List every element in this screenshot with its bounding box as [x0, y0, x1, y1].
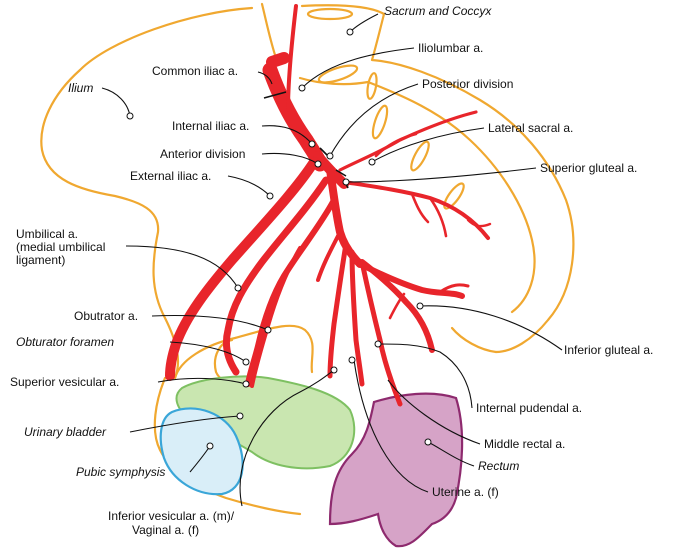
- superior-gluteal-branch-c: [466, 218, 492, 228]
- middle-rectal-artery: [359, 259, 403, 407]
- aorta-stub: [266, 52, 290, 68]
- label-urinary-bladder: Urinary bladder: [24, 425, 107, 439]
- label-umbilical-1: Umbilical a.: [16, 227, 78, 241]
- sacrum-inner: [298, 76, 536, 314]
- lateral-sacral-artery: [338, 110, 478, 172]
- label-ilium: Ilium: [68, 81, 93, 95]
- label-rectum: Rectum: [478, 459, 519, 473]
- label-sacrum: Sacrum and Coccyx: [384, 4, 492, 18]
- superior-gluteal-branch-b: [410, 192, 430, 224]
- lateral-sacral-branch: [374, 132, 418, 158]
- label-lateral-sacral: Lateral sacral a.: [488, 121, 573, 135]
- label-inferior-gluteal: Inferior gluteal a.: [564, 343, 653, 357]
- label-obturator-foramen: Obturator foramen: [16, 335, 114, 349]
- common-iliac-artery: [262, 62, 328, 172]
- leader-lines: [101, 13, 563, 507]
- pubic-symphysis: [159, 407, 244, 496]
- inferior-gluteal-branch-b: [388, 292, 406, 320]
- sacrum-outline: [300, 4, 575, 354]
- coccyx-tip: [450, 326, 498, 354]
- arterial-tree: [165, 4, 492, 407]
- sacrum-oval-2: [317, 64, 359, 84]
- label-middle-rectal: Middle rectal a.: [484, 437, 565, 451]
- anterior-branch-left: [316, 230, 342, 282]
- label-internal-iliac: Internal iliac a.: [172, 119, 249, 133]
- label-umbilical-2: (medial umbilical: [16, 240, 105, 254]
- sacrum-oval-4: [410, 140, 430, 172]
- inferior-gluteal-artery: [357, 261, 465, 299]
- label-anterior-division: Anterior division: [160, 147, 245, 161]
- pelvic-brim: [173, 324, 314, 380]
- superior-vesicular-artery: [250, 246, 302, 388]
- label-common-iliac: Common iliac a.: [152, 64, 238, 78]
- label-inferior-vesicular-2: Vaginal a. (f): [132, 523, 199, 537]
- label-pubic-symphysis: Pubic symphysis: [76, 465, 165, 479]
- sacrum-oval-6: [366, 72, 378, 100]
- superior-gluteal-branch-a: [428, 196, 448, 238]
- superior-gluteal-artery: [342, 180, 490, 240]
- uterine-artery: [349, 249, 365, 387]
- obturator-artery: [245, 197, 337, 387]
- label-uterine: Uterine a. (f): [432, 485, 499, 499]
- label-external-iliac: External iliac a.: [130, 169, 211, 183]
- label-posterior-division: Posterior division: [422, 77, 513, 91]
- inferior-gluteal-branch-a: [438, 283, 470, 294]
- lumbar-edge: [260, 2, 278, 60]
- label-umbilical-3: ligament): [16, 253, 65, 267]
- label-superior-gluteal: Superior gluteal a.: [540, 161, 637, 175]
- label-superior-vesicular: Superior vesicular a.: [10, 375, 119, 389]
- inferior-vesicular-artery: [327, 241, 349, 379]
- umbilical-artery: [222, 176, 330, 376]
- text-labels: Sacrum and Coccyx Iliolumbar a. Common i…: [10, 4, 653, 537]
- external-iliac-artery: [165, 157, 319, 381]
- sacrum-oval-3: [371, 104, 389, 140]
- sacrum-oval-5: [443, 182, 465, 210]
- iliolumbar-artery: [286, 4, 298, 112]
- label-internal-pudendal: Internal pudendal a.: [476, 401, 582, 415]
- label-iliolumbar: Iliolumbar a.: [418, 41, 483, 55]
- label-inferior-vesicular-1: Inferior vesicular a. (m)/: [108, 509, 235, 523]
- label-obturator-artery: Obutrator a.: [74, 309, 138, 323]
- sacrum-oval-1: [306, 7, 354, 21]
